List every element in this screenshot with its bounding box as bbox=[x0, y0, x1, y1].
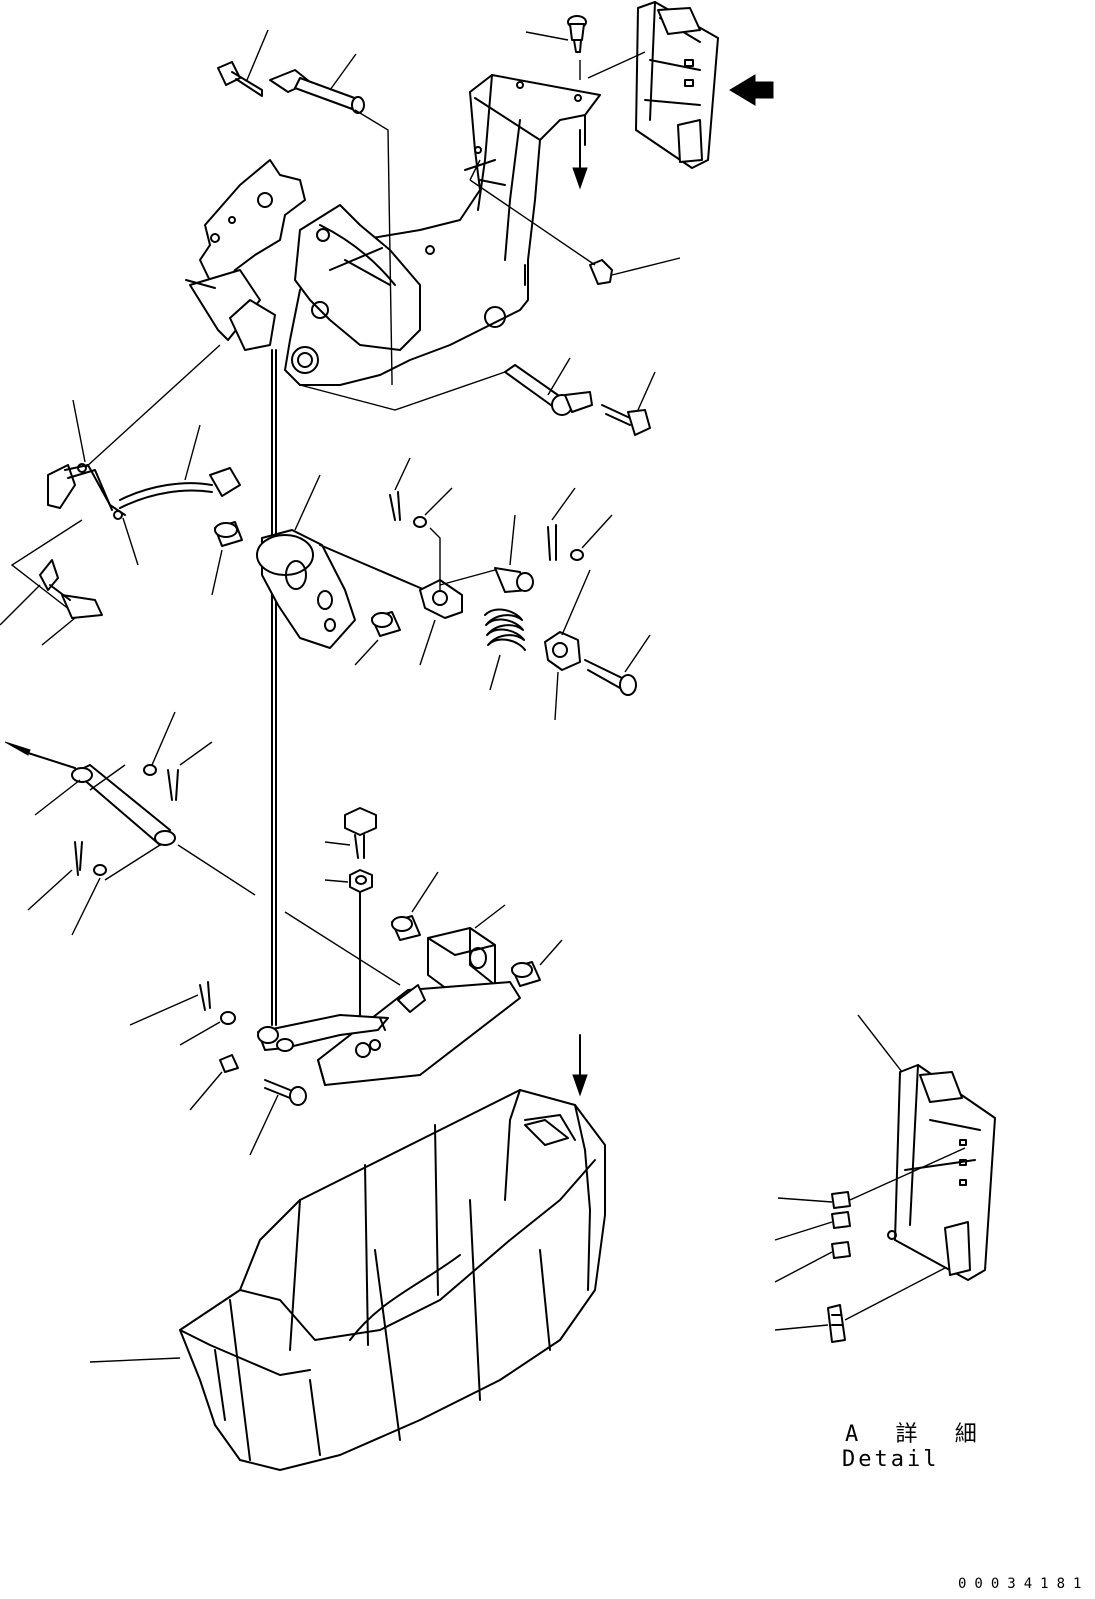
bolt-right bbox=[602, 372, 655, 435]
lower-plate bbox=[285, 912, 520, 1085]
control-panel-unit bbox=[588, 2, 718, 168]
drawing-number: 00034181 bbox=[958, 1576, 1090, 1592]
spring-mount-right bbox=[545, 570, 590, 720]
bushing-center bbox=[355, 612, 400, 665]
pin-right bbox=[300, 358, 592, 415]
arrow-down-icon bbox=[573, 1075, 587, 1095]
arrow-down-icon bbox=[573, 168, 587, 188]
console-cover bbox=[90, 1090, 605, 1470]
upper-bracket-assembly bbox=[186, 75, 600, 385]
bushing-lower-left bbox=[392, 872, 438, 940]
pedal-lever bbox=[257, 475, 425, 648]
bushing-left bbox=[212, 522, 242, 595]
detail-view-subtitle: Detail bbox=[842, 1447, 940, 1472]
stop-bolt bbox=[325, 808, 376, 1048]
stop-bracket bbox=[428, 905, 505, 995]
switch-harness bbox=[12, 345, 240, 610]
spring-mount-left bbox=[420, 570, 495, 665]
detail-view-title: A 詳 細 bbox=[845, 1422, 989, 1447]
detail-a-view bbox=[775, 1015, 995, 1342]
lower-lever bbox=[130, 982, 388, 1155]
bushing-lower-right bbox=[512, 940, 562, 986]
bolt-top-left bbox=[218, 30, 268, 96]
link-rod bbox=[5, 712, 255, 935]
arrow-left-icon bbox=[730, 75, 773, 105]
pin-center bbox=[495, 515, 533, 592]
pin-right-lower bbox=[585, 635, 650, 695]
pin-top bbox=[270, 54, 392, 385]
limit-switch bbox=[0, 560, 102, 645]
washers-top bbox=[390, 458, 612, 590]
spring bbox=[485, 610, 525, 690]
clip-right bbox=[470, 160, 680, 284]
bolt-top-center bbox=[526, 16, 586, 80]
